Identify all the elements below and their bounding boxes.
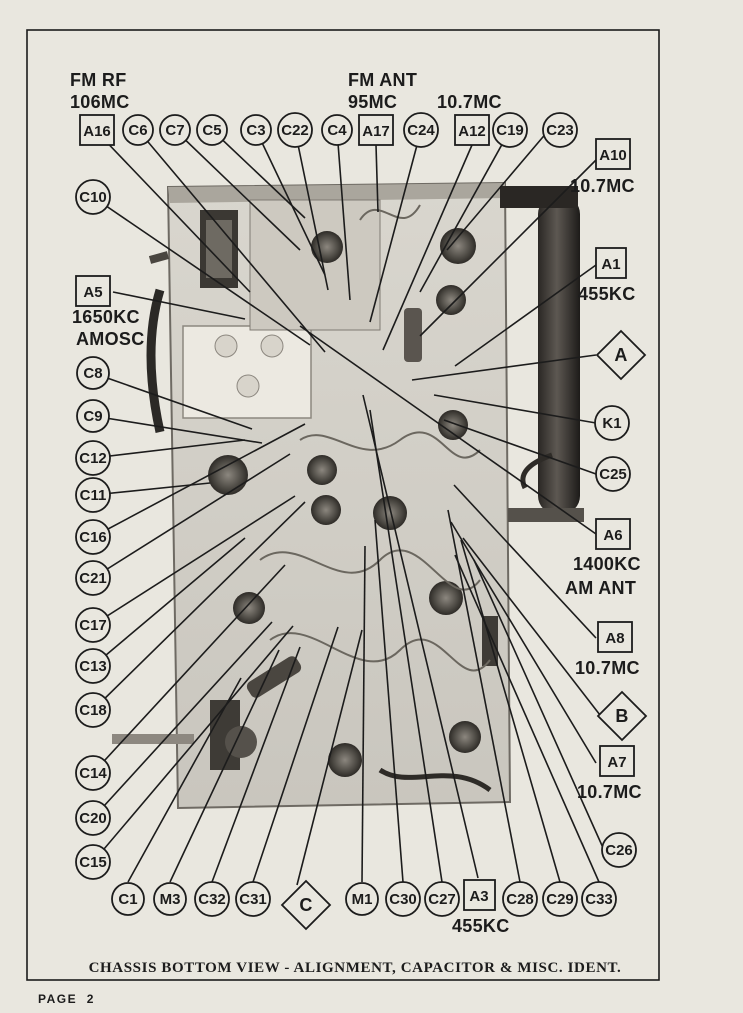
callout-a1: A1	[601, 256, 620, 273]
chassis-photo	[112, 181, 584, 810]
callout-c3: C3	[246, 122, 265, 139]
callout-c6: C6	[128, 122, 147, 139]
callout-c11: C11	[80, 487, 107, 504]
callout-c25: C25	[599, 466, 627, 483]
a1-freq-label: 455KC	[578, 284, 636, 304]
fm-ant-label: FM ANT	[348, 70, 417, 90]
bottom-row-callouts: C1 M3 C32 C31 C M1 C30 C27 A3 455KC C28 …	[111, 879, 617, 936]
callout-b: B	[615, 706, 628, 726]
page-frame	[26, 29, 660, 981]
fm-ant-freq-label: 95MC	[348, 92, 397, 112]
callout-c1: C1	[118, 891, 137, 908]
diagram-caption: CHASSIS BOTTOM VIEW - ALIGNMENT, CAPACIT…	[89, 960, 622, 976]
callout-a6: A6	[603, 527, 622, 544]
callout-a7: A7	[607, 754, 626, 771]
callout-c30: C30	[389, 891, 417, 908]
callout-c17: C17	[79, 617, 107, 634]
callout-c32: C32	[198, 891, 226, 908]
callout-c8: C8	[83, 365, 102, 382]
callout-a10: A10	[599, 147, 627, 164]
callout-k1: K1	[602, 415, 621, 432]
callout-c31: C31	[239, 891, 267, 908]
callout-c-diamond: C	[299, 895, 312, 915]
callout-c24: C24	[407, 122, 435, 139]
callout-a: A	[614, 345, 627, 365]
leader-lines	[92, 129, 605, 886]
a6-name-label: AM ANT	[565, 578, 636, 598]
callout-c29: C29	[546, 891, 574, 908]
a5-name-label: AMOSC	[76, 329, 145, 349]
top-if-freq-label: 10.7MC	[437, 92, 502, 112]
callout-c4: C4	[327, 122, 347, 139]
fm-rf-label: FM RF	[70, 70, 126, 90]
callout-c28: C28	[506, 891, 534, 908]
callout-m1: M1	[352, 891, 373, 908]
callout-c26: C26	[605, 842, 633, 859]
fm-rf-freq-label: 106MC	[70, 92, 130, 112]
callout-c21: C21	[79, 570, 107, 587]
callout-a12: A12	[458, 123, 486, 140]
page-number: PAGE 2	[38, 992, 95, 1006]
a7-freq-label: 10.7MC	[577, 782, 642, 802]
callout-c5: C5	[202, 122, 221, 139]
callout-m3: M3	[160, 891, 181, 908]
callout-c27: C27	[428, 891, 456, 908]
callout-c12: C12	[79, 450, 107, 467]
a10-freq-label: 10.7MC	[570, 176, 635, 196]
callout-a8: A8	[605, 630, 624, 647]
callout-c16: C16	[79, 529, 107, 546]
a5-freq-label: 1650KC	[72, 307, 140, 327]
right-column-callouts: A10 10.7MC A1 455KC A K1 C25 A6 1400KC A…	[565, 138, 648, 868]
callout-c15: C15	[79, 854, 107, 871]
callout-c20: C20	[79, 810, 107, 827]
a8-freq-label: 10.7MC	[575, 658, 640, 678]
callout-c23: C23	[546, 122, 574, 139]
callout-c10: C10	[79, 189, 107, 206]
callout-a17: A17	[362, 123, 390, 140]
callout-c18: C18	[79, 702, 107, 719]
callout-c9: C9	[83, 408, 102, 425]
a3-freq-label: 455KC	[452, 916, 510, 936]
callout-c7: C7	[165, 122, 184, 139]
callout-c19: C19	[496, 122, 524, 139]
callout-a16: A16	[83, 123, 111, 140]
left-column-callouts: C10 A5 1650KC AMOSC C8 C9 C12 C11 C16 C2…	[72, 179, 145, 880]
callout-a5: A5	[83, 284, 102, 301]
callout-c22: C22	[281, 122, 309, 139]
callout-a3: A3	[469, 888, 488, 905]
a6-freq-label: 1400KC	[573, 554, 641, 574]
callout-c13: C13	[79, 658, 107, 675]
callout-c14: C14	[79, 765, 107, 782]
top-row-callouts: A16 C6 C7 C5 C3 C22 C4 A17 C24 A12 C19 C…	[79, 112, 578, 148]
callout-c33: C33	[585, 891, 613, 908]
